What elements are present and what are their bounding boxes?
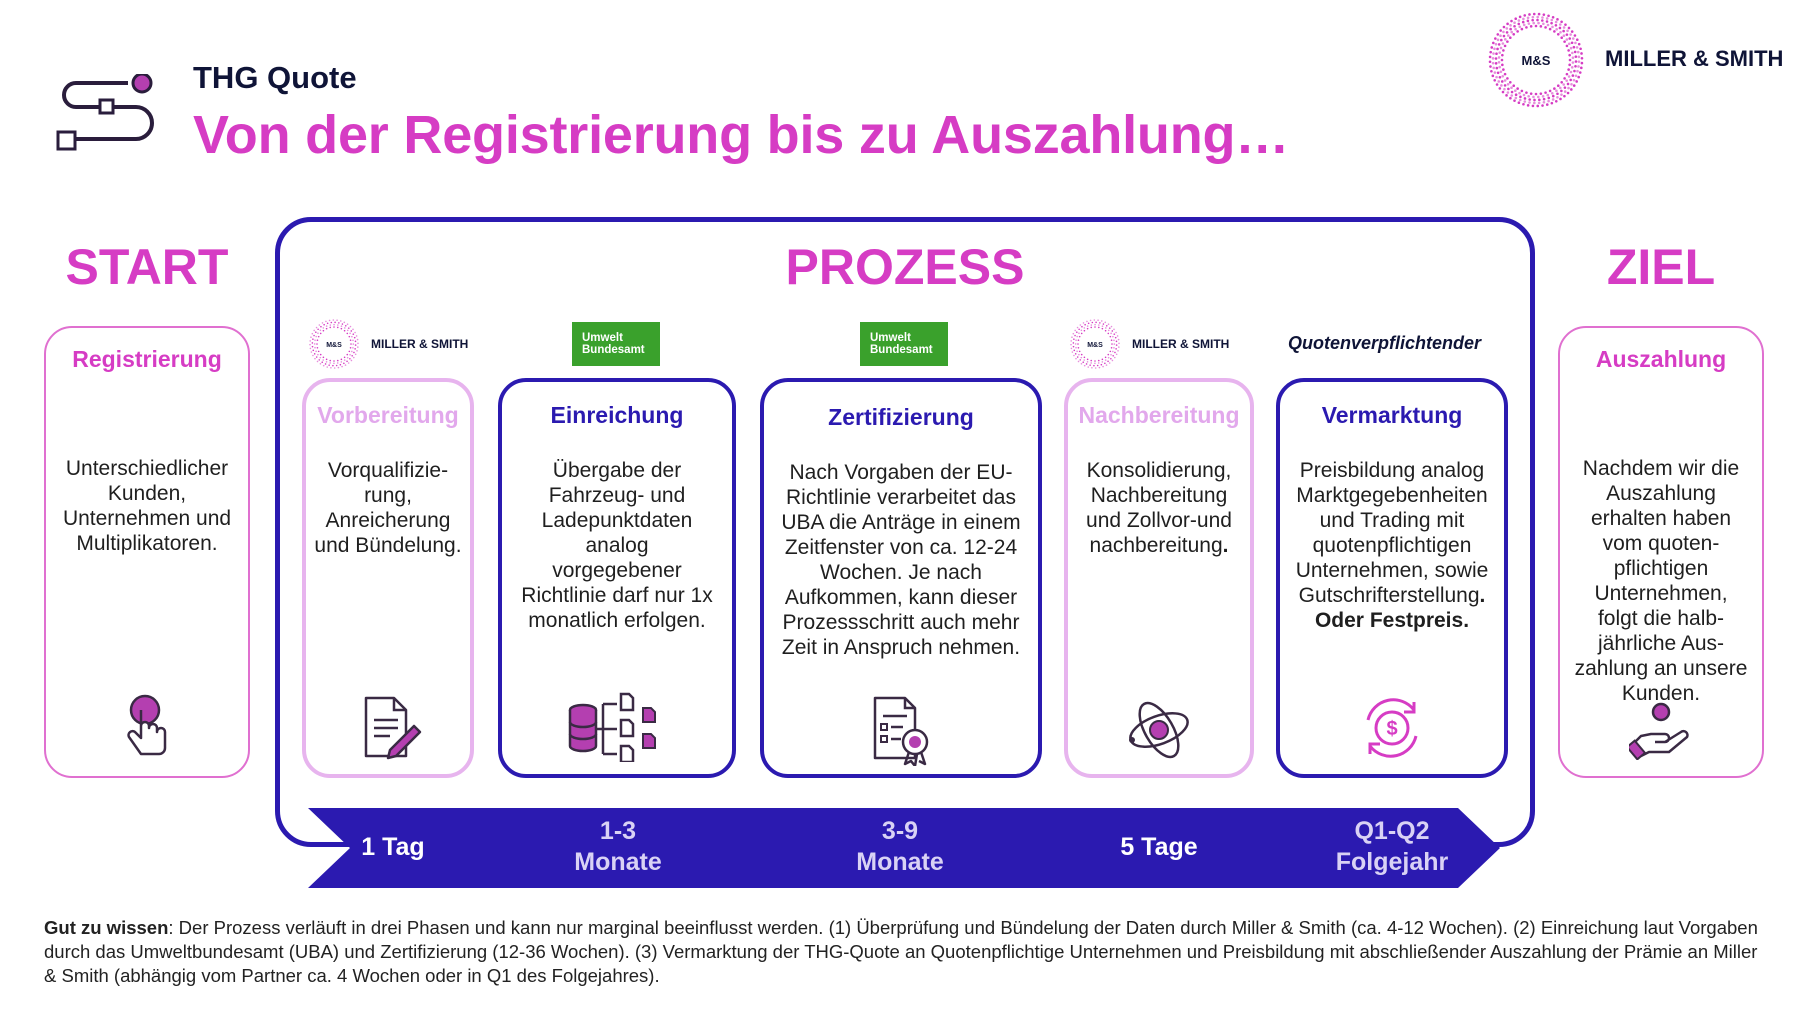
svg-text:$: $	[1386, 718, 1397, 740]
footnote-lead: Gut zu wissen	[44, 917, 169, 938]
card-body: Nach Vorgaben der EU- Richtlinie verarbe…	[781, 461, 1021, 659]
brand-name: MILLER & SMITH	[1605, 46, 1784, 71]
card-vorbereitung: Vorbereitung Vorqualifizie- rung, Anreic…	[302, 378, 474, 778]
uba-line2: Bundesamt	[870, 344, 933, 356]
card-body: Preisbildung analog Marktgegebenheiten u…	[1295, 459, 1489, 632]
card-zertifizierung: Zertifizierung Nach Vorgaben der EU- Ric…	[760, 378, 1042, 778]
card-auszahlung: Auszahlung Nachdem wir die Auszahlung er…	[1558, 326, 1764, 778]
hand-coin-icon	[1629, 702, 1689, 760]
timeline-step-5: Q1-Q2 Folgejahr	[1335, 817, 1449, 876]
card-body: Nachdem wir die Auszahlung erhalten habe…	[1574, 457, 1748, 705]
timeline-step-4: 5 Tage	[1120, 833, 1198, 861]
card-title: Zertifizierung	[828, 404, 974, 430]
document-edit-icon	[364, 696, 422, 760]
card-vermarktung: Vermarktung Preisbildung analog Marktgeg…	[1276, 378, 1508, 778]
brand-seal-logo: M&S	[1488, 12, 1584, 108]
certificate-icon	[873, 696, 929, 766]
uba-logo: Umwelt Bundesamt	[860, 322, 948, 366]
process-heading: PROZESS	[785, 239, 1025, 295]
page-title: Von der Registrierung bis zu Auszahlung…	[193, 105, 1290, 165]
ms-seal-logo: M&S	[309, 319, 359, 369]
uba-logo: Umwelt Bundesamt	[572, 322, 660, 366]
ms-seal-logo: M&S	[1070, 319, 1120, 369]
timeline-step-1: 1 Tag	[361, 833, 425, 861]
touch-icon	[127, 694, 167, 756]
uba-line2: Bundesamt	[582, 344, 645, 356]
card-body: Übergabe der Fahrzeug- und Ladepunktdate…	[521, 459, 713, 632]
card-einreichung: Einreichung Übergabe der Fahrzeug- und L…	[498, 378, 736, 778]
card-registrierung: Registrierung Unterschiedlicher Kunden, …	[44, 326, 250, 778]
ms-brand-label: MILLER & SMITH	[1132, 337, 1230, 351]
brand-seal-text: M&S	[1522, 53, 1551, 68]
card-body: Unterschiedlicher Kunden, Unternehmen un…	[62, 457, 232, 555]
svg-text:M&S: M&S	[326, 342, 342, 349]
card-title: Einreichung	[550, 402, 684, 428]
data-distribution-icon	[568, 692, 656, 762]
start-heading: START	[65, 239, 229, 295]
card-nachbereitung: Nachbereitung Konsolidierung, Nachbereit…	[1064, 378, 1254, 778]
card-title: Vorbereitung	[317, 402, 459, 428]
footnote-text: : Der Prozess verläuft in drei Phasen un…	[44, 917, 1758, 986]
goal-heading: ZIEL	[1606, 239, 1716, 295]
timeline-step-3: 3-9 Monate	[856, 817, 944, 876]
quoten-label: Quotenverpflichtender	[1288, 333, 1482, 353]
uba-line1: Umwelt	[870, 332, 911, 344]
card-title: Nachbereitung	[1078, 402, 1240, 428]
timeline-arrow	[308, 808, 1500, 888]
timeline-step-2: 1-3 Monate	[574, 817, 662, 876]
card-title: Vermarktung	[1321, 402, 1463, 428]
uba-line1: Umwelt	[582, 332, 623, 344]
page-kicker: THG Quote	[193, 60, 357, 95]
card-title: Auszahlung	[1595, 346, 1727, 372]
dollar-cycle-icon: $	[1366, 698, 1418, 758]
ms-brand-label: MILLER & SMITH	[371, 337, 469, 351]
card-title: Registrierung	[72, 346, 222, 372]
card-body: Vorqualifizie- rung, Anreicherung und Bü…	[314, 459, 462, 557]
svg-text:M&S: M&S	[1087, 342, 1103, 349]
process-path-icon	[56, 74, 154, 151]
card-body: Konsolidierung, Nachbereitung und Zollvo…	[1086, 459, 1232, 557]
orbit-icon	[1129, 701, 1189, 759]
footnote: Gut zu wissen: Der Prozess verläuft in d…	[44, 916, 1764, 988]
